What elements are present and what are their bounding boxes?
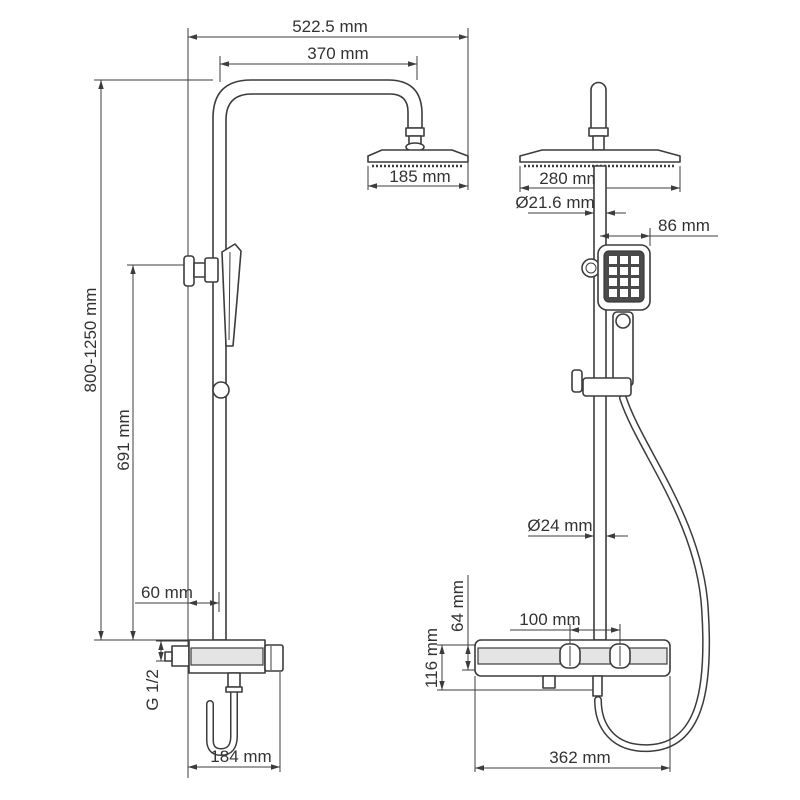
head-nut-front	[588, 127, 609, 137]
hose-front-inner	[595, 395, 709, 751]
head-nut	[405, 127, 425, 137]
outlet-front-left	[542, 675, 556, 689]
box-side-band	[190, 647, 264, 666]
arm-front	[590, 81, 607, 137]
riser-and-arm	[212, 79, 423, 641]
riser-front	[593, 165, 607, 641]
inlet-nut	[164, 651, 173, 662]
slider-clamp	[582, 377, 632, 397]
outlet-front-hose	[592, 675, 603, 697]
label-inlet-thread: G 1/2	[143, 669, 162, 711]
outlet-side	[227, 672, 241, 688]
slider-knob	[571, 369, 583, 393]
label-hand-shower: 86 mm	[658, 216, 710, 235]
overhead-shower-head-front	[519, 149, 681, 163]
label-box-width: 362 mm	[549, 748, 610, 767]
label-box-upper: 64 mm	[448, 580, 467, 632]
wall-bracket-front-detail	[585, 262, 597, 274]
inlet-fitting	[171, 645, 190, 667]
label-head-width: 280 mm	[539, 169, 600, 188]
label-knob-spacing: 100 mm	[519, 610, 580, 629]
side-view: 522.5 mm 370 mm 185 mm 800-1250 mm 691 m…	[81, 17, 469, 778]
head-connector-front	[592, 135, 605, 151]
hand-shower-side	[221, 243, 242, 347]
label-arm-reach: 370 mm	[307, 44, 368, 63]
label-box-height: 116 mm	[422, 628, 441, 688]
outlet-side-ring	[225, 686, 243, 693]
label-box-depth: 184 mm	[210, 747, 271, 766]
spray-selector-button	[615, 313, 631, 329]
knob-side	[264, 644, 284, 672]
hose-front	[594, 394, 711, 753]
holder-clamp	[204, 257, 219, 283]
label-upper-pipe: Ø21.6 mm	[515, 193, 594, 212]
label-height-range: 800-1250 mm	[81, 288, 100, 393]
overhead-shower-head-side	[367, 149, 469, 163]
hose-side-inner	[207, 689, 237, 755]
label-overall-width: 522.5 mm	[292, 17, 368, 36]
label-head-profile: 185 mm	[389, 167, 450, 186]
front-view: 280 mm Ø21.6 mm 86 mm Ø2	[422, 81, 718, 772]
label-wall-offset: 60 mm	[141, 583, 193, 602]
wall-bracket-disk	[183, 255, 195, 287]
hand-shower-side-detail	[228, 251, 231, 341]
label-holder-height: 691 mm	[114, 409, 133, 470]
hose-side	[206, 688, 238, 757]
hand-shower-nozzle-grid	[609, 256, 639, 297]
label-lower-pipe: Ø24 mm	[527, 516, 592, 535]
slider-ball	[212, 381, 230, 399]
